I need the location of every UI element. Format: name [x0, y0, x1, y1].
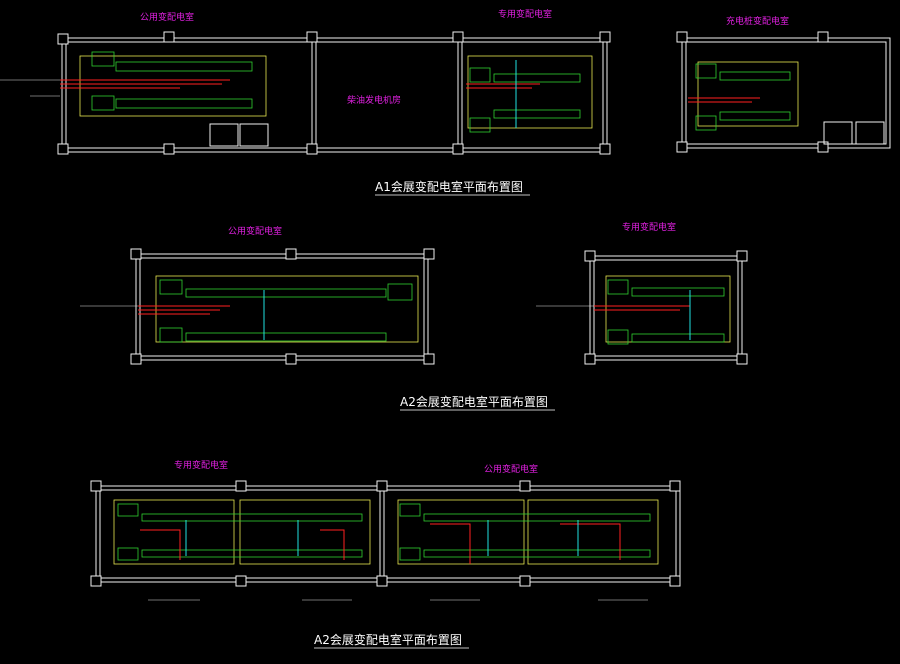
column: [163, 31, 175, 43]
a1-diesel-room-label: 柴油发电机房: [347, 94, 401, 106]
a2-bottom-feeders: [140, 523, 621, 564]
a2-bottom-dedicated-room-label: 专用变配电室: [174, 459, 228, 471]
a2-dedicated-room-label: 专用变配电室: [622, 221, 676, 233]
column: [452, 143, 464, 155]
a2-top-drawing-title: A2会展变配电室平面布置图: [400, 394, 548, 409]
a1-small-room-1: [209, 123, 239, 147]
a2-dedicated-cable-tray: [605, 275, 731, 343]
a2-top-plan: 公用变配电室 专用变配电室 A2会展变配电室平面布置图: [80, 221, 748, 411]
a1-dedicated-cable-tray: [467, 55, 593, 129]
a1-drawing-title: A1会展变配电室平面布置图: [375, 179, 523, 194]
a2-bottom-busways: [185, 520, 579, 556]
column: [599, 143, 611, 155]
column: [306, 31, 318, 43]
a1-charging-room-label: 充电桩变配电室: [726, 15, 789, 27]
a2-public-feeders: [138, 305, 230, 315]
a1-charging-cable-tray: [697, 61, 799, 127]
a2-bottom-public-room-label: 公用变配电室: [484, 463, 538, 475]
a1-public-incoming-feeders: [60, 79, 230, 89]
column: [306, 143, 318, 155]
a2-dedicated-feeders: [594, 305, 690, 311]
a2-public-cable-tray: [155, 275, 419, 343]
column: [57, 143, 69, 155]
a1-plan: 公用变配电室 柴油发电机房 专用变配电室 充电桩变配电室 A1会展变配电室平面布…: [0, 8, 891, 196]
a2-public-outer-wall: [135, 253, 429, 361]
a2-bottom-drawing-title: A2会展变配电室平面布置图: [314, 632, 462, 647]
a1-public-cable-tray: [79, 55, 267, 117]
a1-public-cabinet-row-top: [115, 61, 253, 72]
a1-public-transformer-1: [91, 51, 115, 67]
a1-outer-wall: [61, 37, 608, 153]
column: [599, 31, 611, 43]
a2-dedicated-outer-wall: [589, 255, 743, 361]
a2-bottom-outer-wall: [95, 485, 681, 583]
a1-charging-outer-wall: [681, 37, 891, 149]
a2-public-room-label: 公用变配电室: [228, 225, 282, 237]
a1-dedicated-room-label: 专用变配电室: [498, 8, 552, 20]
a1-dedicated-transformer-2: [469, 117, 491, 133]
a1-small-room-2: [239, 123, 269, 147]
a1-dedicated-transformer-1: [469, 67, 491, 83]
column: [57, 33, 69, 45]
a1-dedicated-feeders: [466, 83, 540, 89]
a1-public-cabinet-row-bottom: [115, 98, 253, 109]
a1-public-transformer-2: [91, 95, 115, 111]
a1-leader-lines: [0, 79, 60, 97]
column: [452, 31, 464, 43]
column: [163, 143, 175, 155]
a1-public-room-label: 公用变配电室: [140, 11, 194, 23]
a1-charging-feeders: [688, 97, 760, 103]
a2-bottom-plan: 专用变配电室 公用变配电室 A2会展变配电室平面布置图: [90, 459, 681, 649]
